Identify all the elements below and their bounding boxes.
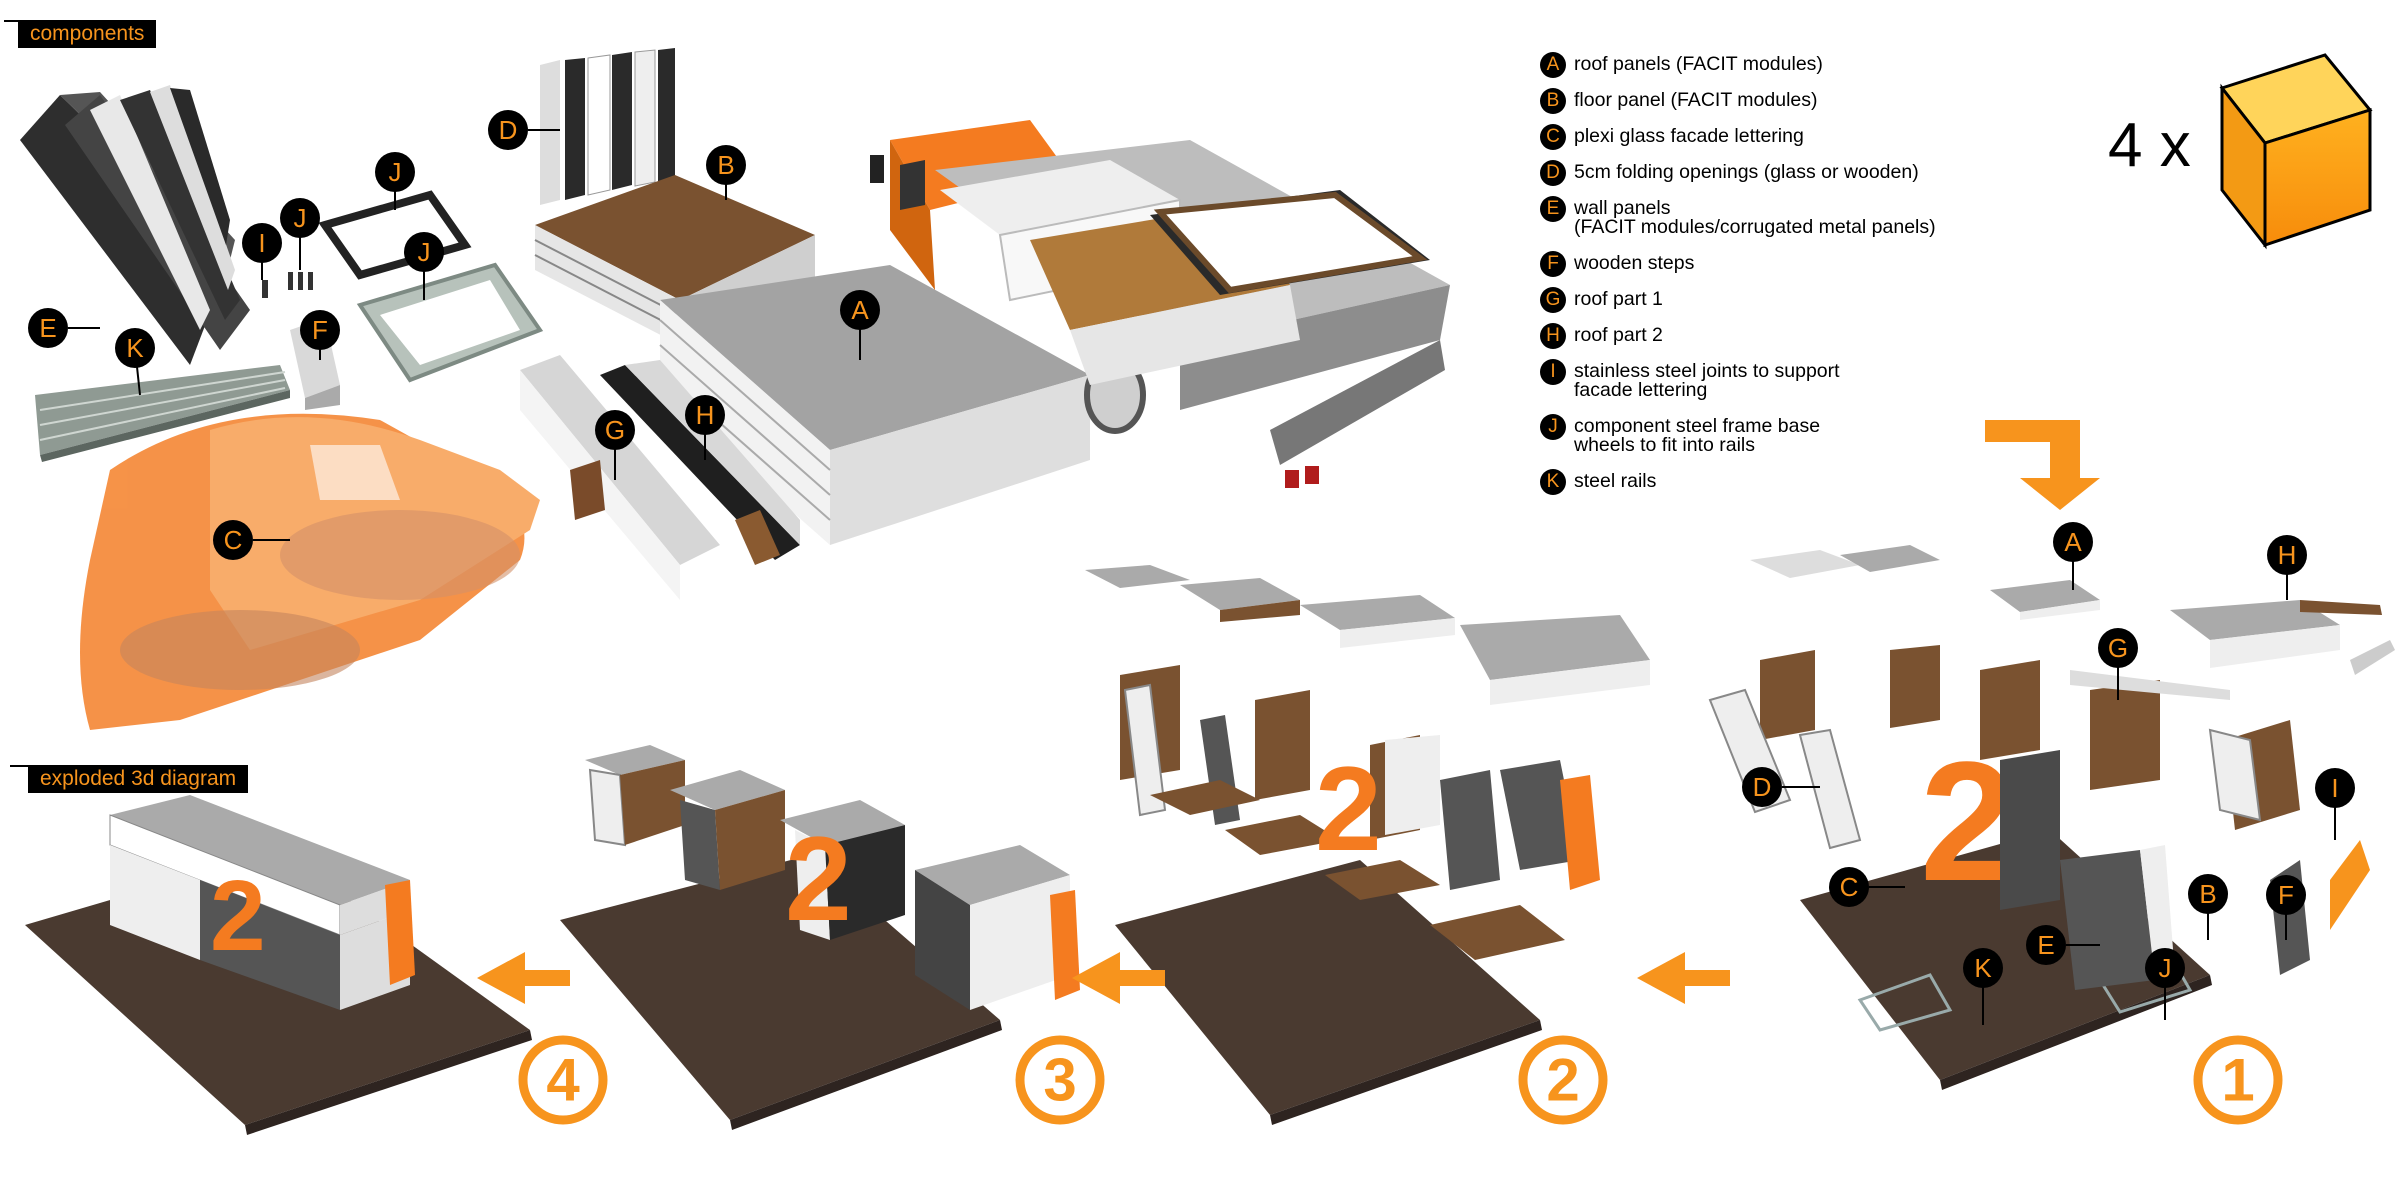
legend-text: stainless steel joints to support facade… [1574, 360, 1840, 401]
legend-item: D 5cm folding openings (glass or wooden) [1540, 160, 2060, 186]
svg-text:K: K [126, 333, 144, 363]
legend-letter-badge: H [1540, 323, 1566, 349]
svg-text:I: I [2331, 773, 2338, 803]
svg-text:K: K [1974, 953, 1992, 983]
legend-letter-badge: D [1540, 160, 1566, 186]
steel-frames [318, 190, 544, 383]
svg-text:F: F [2278, 880, 2294, 910]
svg-text:B: B [2199, 879, 2216, 909]
legend-text: wall panels (FACIT modules/corrugated me… [1574, 197, 1936, 238]
svg-text:G: G [2108, 633, 2128, 663]
legend-text: wooden steps [1574, 252, 1695, 274]
svg-text:J: J [294, 203, 307, 233]
legend-letter-badge: K [1540, 469, 1566, 495]
svg-text:D: D [499, 115, 518, 145]
folding-openings [540, 48, 675, 205]
exploded-diagram-tag: exploded 3d diagram [28, 765, 249, 793]
step1-model: 2 [1708, 545, 2395, 1090]
legend-text: roof panels (FACIT modules) [1574, 53, 1823, 75]
step-4-number: 4 [546, 1047, 580, 1114]
svg-text:C: C [224, 525, 243, 555]
cube-icon [2219, 53, 2373, 250]
svg-text:J: J [418, 237, 431, 267]
step4-digit-two: 2 [210, 860, 266, 972]
arrow-left-icon [477, 952, 570, 1004]
step3-model: 2 [560, 745, 1080, 1130]
legend-text: floor panel (FACIT modules) [1574, 89, 1818, 111]
component-labels: E K I J J J F D B A G H C [28, 110, 880, 560]
down-arrow-icon [1985, 420, 2100, 510]
multiplier-text: 4 x [2108, 111, 2191, 180]
components-tag: components [18, 20, 157, 48]
svg-text:F: F [312, 315, 328, 345]
exploded-tag-line [10, 765, 32, 767]
step1-digit-two: 2 [1920, 727, 2015, 917]
legend-letter-badge: G [1540, 287, 1566, 313]
step2-digit-two: 2 [1315, 742, 1382, 876]
steel-rails [35, 365, 290, 462]
legend-text: roof part 1 [1574, 288, 1663, 310]
roof-part-2 [600, 360, 800, 565]
step-2-number: 2 [1546, 1047, 1579, 1114]
arrow-left-icon [1072, 952, 1165, 1004]
legend-text: roof part 2 [1574, 324, 1663, 346]
legend-text: plexi glass facade lettering [1574, 125, 1804, 147]
legend-letter-badge: B [1540, 88, 1566, 114]
step-arrows [477, 952, 1730, 1004]
wall-panels-stack [20, 85, 250, 365]
step-1-number: 1 [2221, 1047, 2254, 1114]
step4-model: 2 [25, 795, 532, 1135]
svg-text:E: E [39, 313, 56, 343]
svg-text:A: A [851, 295, 869, 325]
svg-text:C: C [1840, 872, 1859, 902]
legend-text: component steel frame base wheels to fit… [1574, 415, 1821, 456]
steel-joints [262, 272, 313, 298]
svg-text:A: A [2064, 527, 2082, 557]
svg-text:H: H [696, 400, 715, 430]
roof-part-1 [520, 355, 720, 600]
svg-text:B: B [717, 150, 734, 180]
step1-labels: A H G D I C B F E K J [1742, 522, 2355, 1025]
step2-model: 2 [1085, 565, 1650, 1125]
step-3-number: 3 [1043, 1047, 1076, 1114]
truck [870, 120, 1450, 488]
components-tag-line [4, 20, 18, 22]
svg-text:J: J [2159, 953, 2172, 983]
legend-letter-badge: I [1540, 359, 1566, 385]
svg-text:E: E [2037, 930, 2054, 960]
legend-text: steel rails [1574, 470, 1657, 492]
legend-letter-badge: C [1540, 124, 1566, 150]
step-numbers: 1 2 3 4 [518, 1035, 2283, 1125]
legend-letter-badge: F [1540, 251, 1566, 277]
step3-digit-two: 2 [785, 812, 852, 946]
svg-text:D: D [1753, 772, 1772, 802]
plexi-lettering [80, 413, 540, 730]
svg-text:G: G [605, 415, 625, 445]
legend-letter-badge: A [1540, 52, 1566, 78]
legend-letter-badge: E [1540, 196, 1566, 222]
arrow-left-icon [1637, 952, 1730, 1004]
roof-panel-stack [659, 265, 1090, 545]
svg-text:I: I [258, 228, 265, 258]
svg-text:J: J [389, 157, 402, 187]
svg-text:H: H [2278, 540, 2297, 570]
legend-text: 5cm folding openings (glass or wooden) [1574, 161, 1919, 183]
legend-letter-badge: J [1540, 414, 1566, 440]
